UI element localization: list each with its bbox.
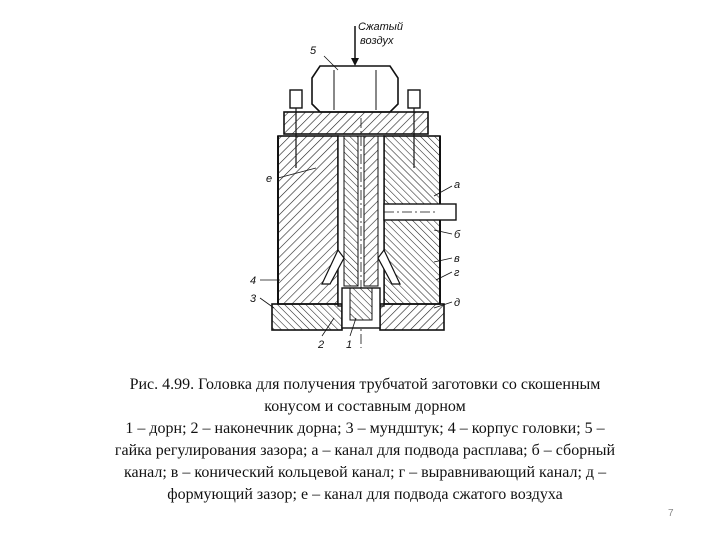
label-5: 5 [310, 45, 317, 57]
extrusion-head-drawing: Сжатый воздух 5 е а б в г д 4 3 2 1 [250, 21, 461, 351]
label-g: г [454, 267, 460, 279]
label-4: 4 [250, 275, 256, 287]
air-label-line2: воздух [360, 35, 394, 47]
label-e: е [266, 173, 272, 185]
caption-title-line2: конусом и составным дорном [264, 398, 466, 415]
caption-legend-line3: канал; в – конический кольцевой канал; г… [123, 464, 607, 481]
adjustment-nut [311, 65, 399, 113]
die [271, 303, 343, 331]
page-number: 7 [668, 508, 674, 519]
label-v: в [454, 253, 460, 265]
air-label-line1: Сжатый [358, 21, 403, 33]
caption-legend-line2: гайка регулирования зазора; а – канал дл… [114, 442, 616, 459]
caption-legend-line4: формующий зазор; е – канал для подвода с… [167, 486, 563, 503]
label-d: д [454, 297, 460, 309]
caption-title-line1: Рис. 4.99. Головка для получения трубчат… [129, 376, 601, 393]
figure-caption: Рис. 4.99. Головка для получения трубчат… [40, 374, 690, 506]
label-1: 1 [346, 339, 352, 351]
label-b: б [454, 229, 461, 241]
label-a: а [454, 179, 460, 191]
label-3: 3 [250, 293, 257, 305]
caption-legend-line1: 1 – дорн; 2 – наконечник дорна; 3 – мунд… [125, 420, 605, 437]
label-2: 2 [317, 339, 324, 351]
